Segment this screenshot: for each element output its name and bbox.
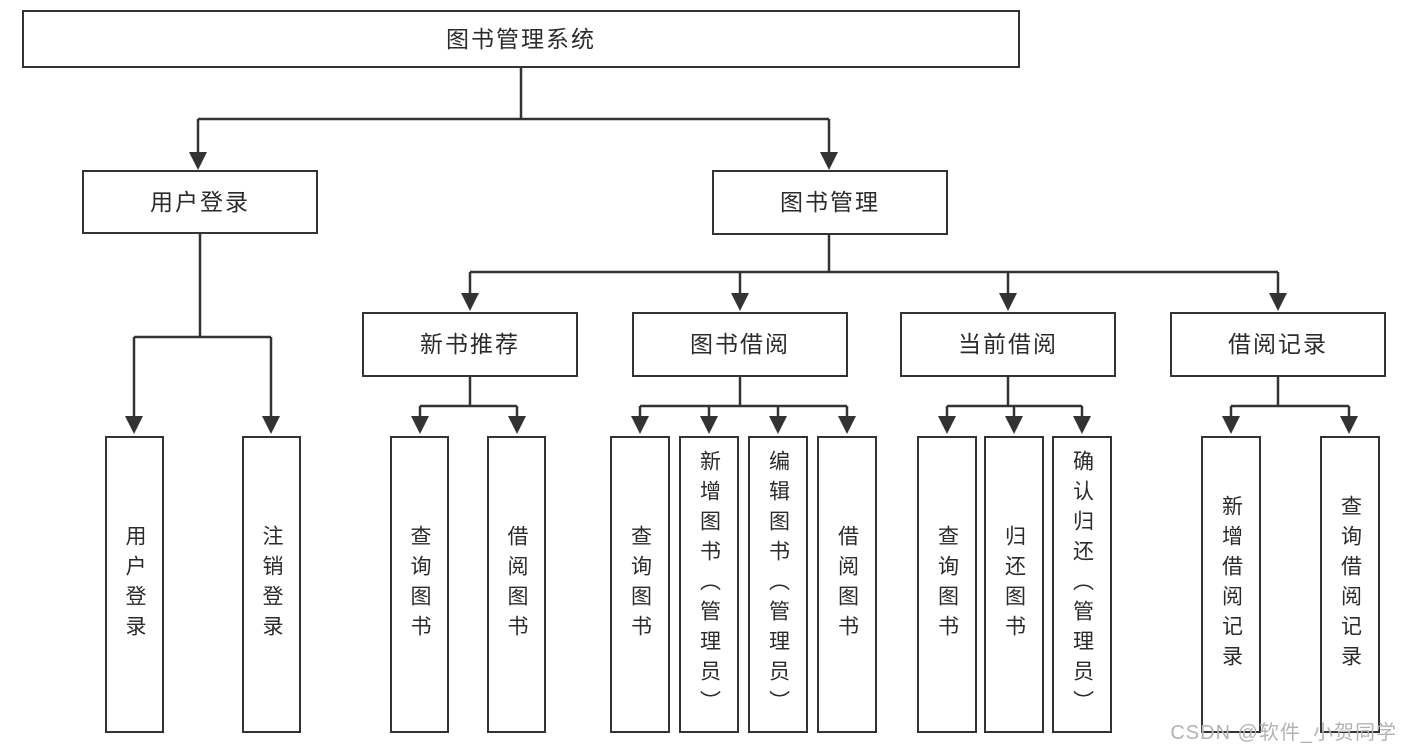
node-label: 借阅记录 bbox=[1228, 331, 1328, 357]
connector-new-book-children bbox=[418, 377, 519, 421]
leaf-user-login: 用户登录 bbox=[105, 436, 164, 733]
node-label: 借阅图书 bbox=[505, 524, 528, 645]
arrowhead bbox=[1269, 293, 1287, 311]
node-label: 编辑图书（管理员） bbox=[766, 449, 790, 720]
arrowhead bbox=[125, 416, 143, 434]
arrowhead bbox=[411, 416, 429, 434]
leaf-return-books: 归还图书 bbox=[984, 436, 1044, 733]
node-label: 图书管理系统 bbox=[446, 25, 596, 52]
leaf-query-books: 查询图书 bbox=[917, 436, 977, 733]
arrowhead bbox=[1222, 416, 1240, 434]
leaf-logout-login: 注销登录 bbox=[242, 436, 301, 733]
node-label: 图书管理 bbox=[780, 189, 880, 215]
connector-current-borrow-children bbox=[945, 377, 1084, 421]
node-borrow-records: 借阅记录 bbox=[1170, 312, 1386, 377]
node-label: 查询借阅记录 bbox=[1338, 494, 1362, 675]
leaf-query-books: 查询图书 bbox=[390, 436, 449, 733]
leaf-borrow-books: 借阅图书 bbox=[487, 436, 546, 733]
node-label: 用户登录 bbox=[150, 188, 250, 215]
node-label: 新书推荐 bbox=[420, 331, 520, 357]
node-label: 确认归还（管理员） bbox=[1070, 449, 1094, 720]
leaf-add-books-admin: 新增图书（管理员） bbox=[679, 436, 739, 733]
leaf-query-books: 查询图书 bbox=[610, 436, 670, 733]
leaf-confirm-return-admin: 确认归还（管理员） bbox=[1052, 436, 1112, 733]
arrowhead bbox=[838, 416, 856, 434]
connector-root-to-level2 bbox=[196, 68, 831, 156]
node-label: 当前借阅 bbox=[958, 331, 1058, 357]
arrowhead bbox=[1005, 416, 1023, 434]
csdn-watermark: CSDN @软件_小贺同学 bbox=[1170, 722, 1397, 744]
node-label: 新增图书（管理员） bbox=[697, 449, 721, 720]
connector-borrow-history-children bbox=[1229, 377, 1351, 421]
node-label: 查询图书 bbox=[935, 524, 959, 645]
arrowhead bbox=[769, 416, 787, 434]
node-book-management: 图书管理 bbox=[712, 170, 948, 235]
arrowhead bbox=[189, 152, 207, 170]
node-label: 用户登录 bbox=[123, 524, 146, 645]
arrowhead bbox=[262, 416, 280, 434]
node-label: 新增借阅记录 bbox=[1219, 494, 1243, 675]
arrowhead bbox=[1340, 416, 1358, 434]
node-library-system: 图书管理系统 bbox=[22, 10, 1020, 68]
node-label: 注销登录 bbox=[260, 524, 283, 645]
arrowhead bbox=[700, 416, 718, 434]
node-label: 借阅图书 bbox=[835, 524, 859, 645]
leaf-borrow-books: 借阅图书 bbox=[817, 436, 877, 733]
leaf-add-borrow-record: 新增借阅记录 bbox=[1201, 436, 1261, 733]
arrowheads bbox=[125, 152, 1358, 434]
arrowhead bbox=[461, 293, 479, 311]
arrowhead bbox=[731, 293, 749, 311]
arrowhead bbox=[631, 416, 649, 434]
node-current-borrowing: 当前借阅 bbox=[900, 312, 1116, 377]
arrowhead bbox=[938, 416, 956, 434]
node-label: 查询图书 bbox=[408, 524, 431, 645]
node-label: 归还图书 bbox=[1002, 524, 1026, 645]
connector-user-login-children bbox=[132, 233, 273, 421]
connector-book-mgmt-children bbox=[468, 235, 1280, 297]
arrowhead bbox=[508, 416, 526, 434]
node-new-book-recommend: 新书推荐 bbox=[362, 312, 578, 377]
connector-book-borrow-children bbox=[638, 377, 849, 421]
node-user-login: 用户登录 bbox=[82, 170, 318, 234]
leaf-query-borrow-record: 查询借阅记录 bbox=[1320, 436, 1380, 733]
arrowhead bbox=[1073, 416, 1091, 434]
leaf-edit-books-admin: 编辑图书（管理员） bbox=[748, 436, 808, 733]
node-label: 查询图书 bbox=[628, 524, 652, 645]
connector-strokes bbox=[132, 68, 1351, 421]
node-label: 图书借阅 bbox=[690, 331, 790, 357]
arrowhead bbox=[820, 152, 838, 170]
arrowhead bbox=[999, 293, 1017, 311]
node-book-borrowing: 图书借阅 bbox=[632, 312, 848, 377]
